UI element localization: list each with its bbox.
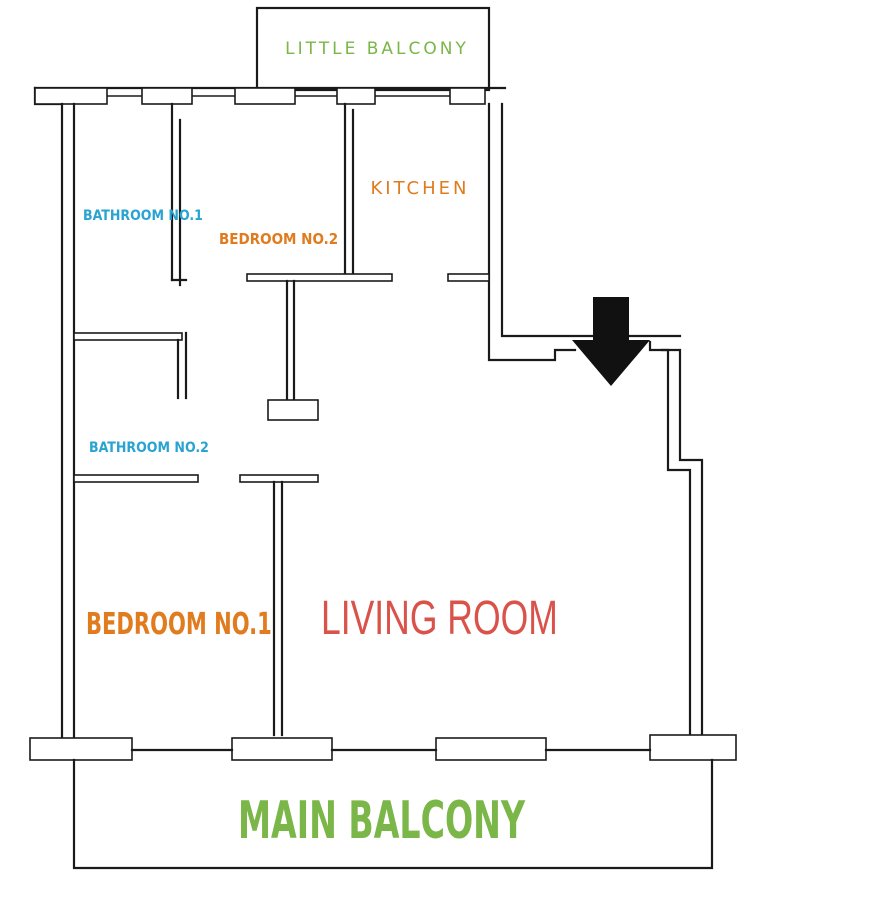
- interior-walls: [73, 102, 490, 737]
- bottom-wall: [29, 734, 737, 761]
- top-wall: [33, 86, 507, 106]
- left-wall: [60, 102, 76, 740]
- bedroom-1-label: BEDROOM NO.1: [86, 607, 272, 642]
- down-arrow-icon: [572, 297, 650, 386]
- kitchen-label: KITCHEN: [371, 178, 470, 199]
- main-balcony-label: MAIN BALCONY: [238, 790, 526, 851]
- bedroom-2-label: BEDROOM NO.2: [219, 230, 338, 248]
- bathroom-2-label: BATHROOM NO.2: [89, 440, 209, 456]
- living-room-label: LIVING ROOM: [321, 591, 558, 644]
- little-balcony-label: LITTLE BALCONY: [285, 39, 469, 59]
- bathroom-1-label: BATHROOM NO.1: [83, 208, 203, 224]
- main-balcony-outline: [72, 758, 714, 870]
